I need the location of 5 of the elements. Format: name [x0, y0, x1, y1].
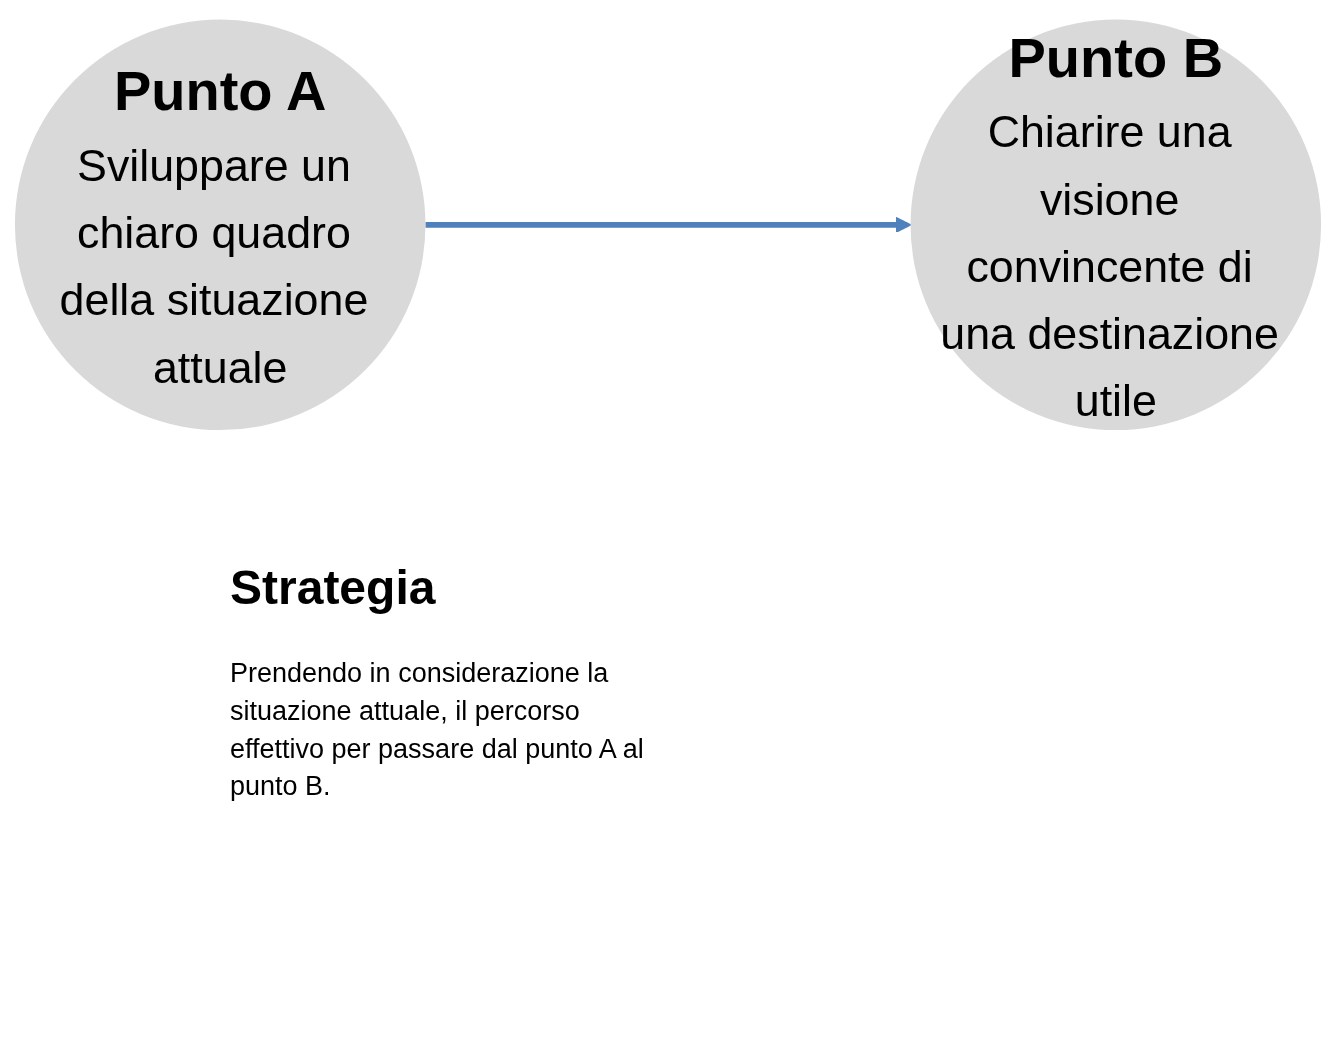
arrow — [425, 216, 912, 234]
heading-text: Strategia — [230, 560, 437, 615]
note-text: Prendendo in considerazione la situazione attuale, il percorso effettivo per passare dal punto A al punto B. — [230, 657, 645, 804]
node-circle: Punto A Sviluppare un chiaro quadro della situazione attuale — [14, 19, 426, 431]
node-circle: Punto B Chiarire una visione convincente di una destinazione utile — [910, 19, 1322, 431]
